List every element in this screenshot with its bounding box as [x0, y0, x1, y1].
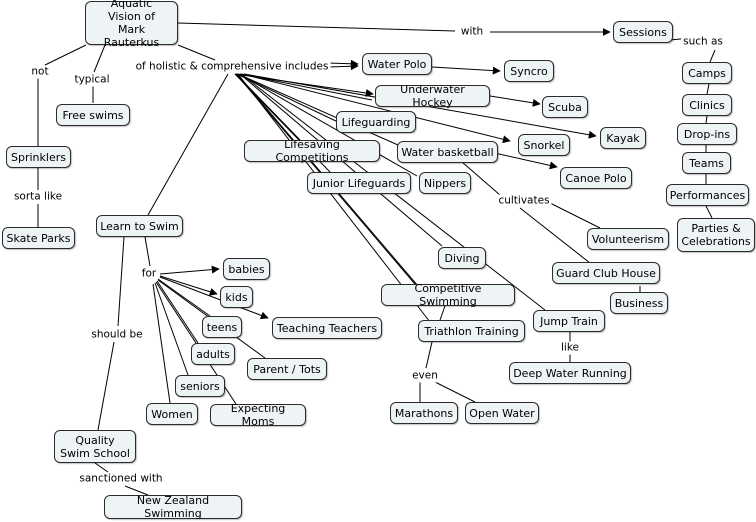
- node-triathlon-training[interactable]: Triathlon Training: [418, 320, 525, 342]
- node-teaching-teachers[interactable]: Teaching Teachers: [272, 317, 382, 339]
- node-lifesaving-competitions[interactable]: Lifesaving Competitions: [244, 138, 380, 164]
- link-label-even: even: [410, 369, 440, 383]
- node-lifeguarding[interactable]: Lifeguarding: [336, 111, 416, 133]
- node-business[interactable]: Business: [610, 292, 668, 314]
- node-competitive-swimming[interactable]: Competitive Swimming: [381, 282, 515, 308]
- link-label-like: like: [558, 341, 582, 355]
- link-label-cultivates: cultivates: [496, 194, 552, 208]
- link-label-typical: typical: [72, 73, 112, 87]
- node-diving[interactable]: Diving: [438, 247, 486, 269]
- node-new-zealand-swimming[interactable]: New Zealand Swimming: [104, 494, 242, 520]
- node-sessions[interactable]: Sessions: [613, 21, 673, 43]
- node-parent-tots[interactable]: Parent / Tots: [247, 358, 327, 380]
- node-deep-water-running[interactable]: Deep Water Running: [509, 362, 631, 384]
- node-jump-train[interactable]: Jump Train: [533, 310, 605, 332]
- node-teams[interactable]: Teams: [682, 152, 731, 174]
- link-label-for: for: [139, 267, 159, 281]
- link-label-should-be: should be: [89, 328, 145, 342]
- link-label-includes: of holistic & comprehensive includes: [133, 60, 331, 74]
- link-label-sanctioned-with: sanctioned with: [77, 472, 165, 486]
- node-women[interactable]: Women: [146, 403, 198, 425]
- node-learn-to-swim[interactable]: Learn to Swim: [96, 215, 183, 237]
- node-clinics[interactable]: Clinics: [682, 94, 732, 116]
- node-scuba[interactable]: Scuba: [542, 96, 588, 118]
- node-free-swims[interactable]: Free swims: [56, 104, 130, 126]
- node-parties-celebrations[interactable]: Parties & Celebrations: [677, 218, 755, 252]
- node-marathons[interactable]: Marathons: [390, 402, 458, 424]
- link-label-with: with: [458, 25, 486, 39]
- node-junior-lifeguards[interactable]: Junior Lifeguards: [307, 172, 411, 194]
- node-seniors[interactable]: seniors: [175, 375, 225, 397]
- node-water-basketball[interactable]: Water basketball: [397, 141, 498, 163]
- node-aquatic-vision[interactable]: Aquatic Vision of Mark Rauterkus: [85, 0, 178, 49]
- node-performances[interactable]: Performances: [666, 184, 749, 206]
- node-sprinklers[interactable]: Sprinklers: [6, 146, 71, 168]
- node-drop-ins[interactable]: Drop-ins: [677, 123, 737, 145]
- node-babies[interactable]: babies: [223, 258, 270, 280]
- node-water-polo[interactable]: Water Polo: [362, 53, 432, 75]
- node-kids[interactable]: kids: [220, 286, 253, 308]
- link-label-such-as: such as: [681, 35, 725, 49]
- node-snorkel[interactable]: Snorkel: [518, 134, 570, 156]
- node-skate-parks[interactable]: Skate Parks: [2, 227, 75, 249]
- node-guard-club-house[interactable]: Guard Club House: [552, 262, 660, 284]
- node-syncro[interactable]: Syncro: [504, 60, 554, 82]
- node-expecting-moms[interactable]: Expecting Moms: [210, 402, 306, 428]
- node-open-water[interactable]: Open Water: [465, 402, 539, 424]
- node-nippers[interactable]: Nippers: [419, 172, 471, 194]
- node-kayak[interactable]: Kayak: [600, 127, 646, 149]
- node-volunteerism[interactable]: Volunteerism: [587, 228, 669, 250]
- link-label-not: not: [29, 65, 51, 79]
- node-camps[interactable]: Camps: [682, 62, 732, 84]
- node-canoe-polo[interactable]: Canoe Polo: [560, 167, 632, 189]
- link-label-sorta-like: sorta like: [11, 190, 65, 204]
- node-adults[interactable]: adults: [191, 343, 235, 365]
- node-quality-swim-school[interactable]: Quality Swim School: [54, 430, 136, 463]
- node-teens[interactable]: teens: [202, 316, 242, 338]
- node-underwater-hockey[interactable]: Underwater Hockey: [375, 83, 490, 109]
